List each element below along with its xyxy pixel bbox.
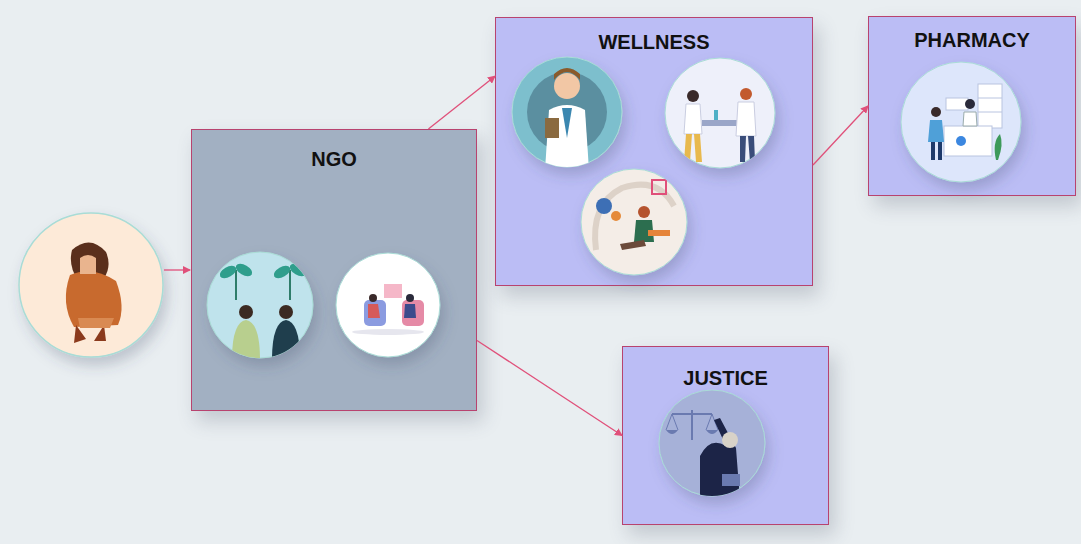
connector-arrow: [428, 76, 495, 129]
connector-arrow: [477, 341, 622, 436]
box-title: JUSTICE: [623, 367, 828, 390]
doctor-icon: [512, 57, 622, 170]
mind-icon: [581, 169, 687, 275]
box-title: WELLNESS: [496, 31, 812, 54]
box-title: PHARMACY: [869, 29, 1075, 52]
counselling-icon: [336, 253, 440, 357]
connector-arrow: [813, 106, 868, 165]
lab-icon: [665, 58, 775, 168]
justice-icon: [659, 390, 765, 500]
box-title: NGO: [192, 148, 476, 171]
arrow-line: [164, 269, 190, 270]
growth-icon: [207, 252, 313, 360]
pharmacy-icon: [901, 62, 1021, 182]
person-figure: [19, 213, 163, 357]
